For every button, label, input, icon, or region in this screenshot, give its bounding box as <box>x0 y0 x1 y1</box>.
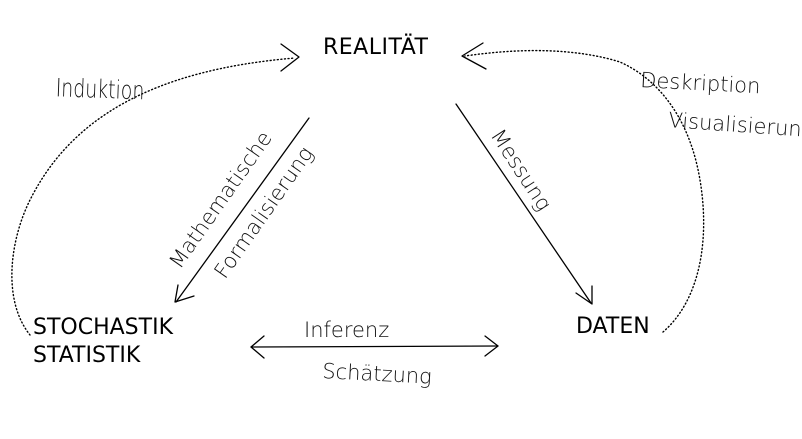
formalisierung-arrow-line <box>175 117 310 303</box>
node-daten: DATEN <box>576 314 650 339</box>
visualisierung-label: Visualisierung <box>668 108 802 142</box>
node-stochastik: STOCHASTIK <box>33 315 173 340</box>
deskription-curve <box>464 49 705 333</box>
node-statistik: STATISTIK <box>33 343 141 368</box>
messung-arrowhead <box>575 285 593 305</box>
induktion-arrowhead <box>280 43 300 72</box>
schaetzung-label: Schätzung <box>322 359 433 389</box>
inferenz-arrow-line <box>250 345 499 348</box>
node-stochastik-statistik: STOCHASTIK STATISTIK <box>33 314 173 370</box>
deskription-label: Deskription <box>640 68 761 98</box>
inferenz-arrowhead-left <box>250 335 265 359</box>
inferenz-label: Inferenz <box>304 318 389 342</box>
messung-label: Messung <box>486 125 556 215</box>
node-realitaet: REALITÄT <box>323 35 429 60</box>
induktion-label: Induktion <box>55 74 145 106</box>
deskription-arrowhead <box>461 42 487 70</box>
messung-arrow-line <box>455 103 592 304</box>
formalisierung-arrowhead <box>174 284 195 303</box>
inferenz-arrowhead-right <box>484 335 499 357</box>
induktion-curve <box>11 57 296 336</box>
